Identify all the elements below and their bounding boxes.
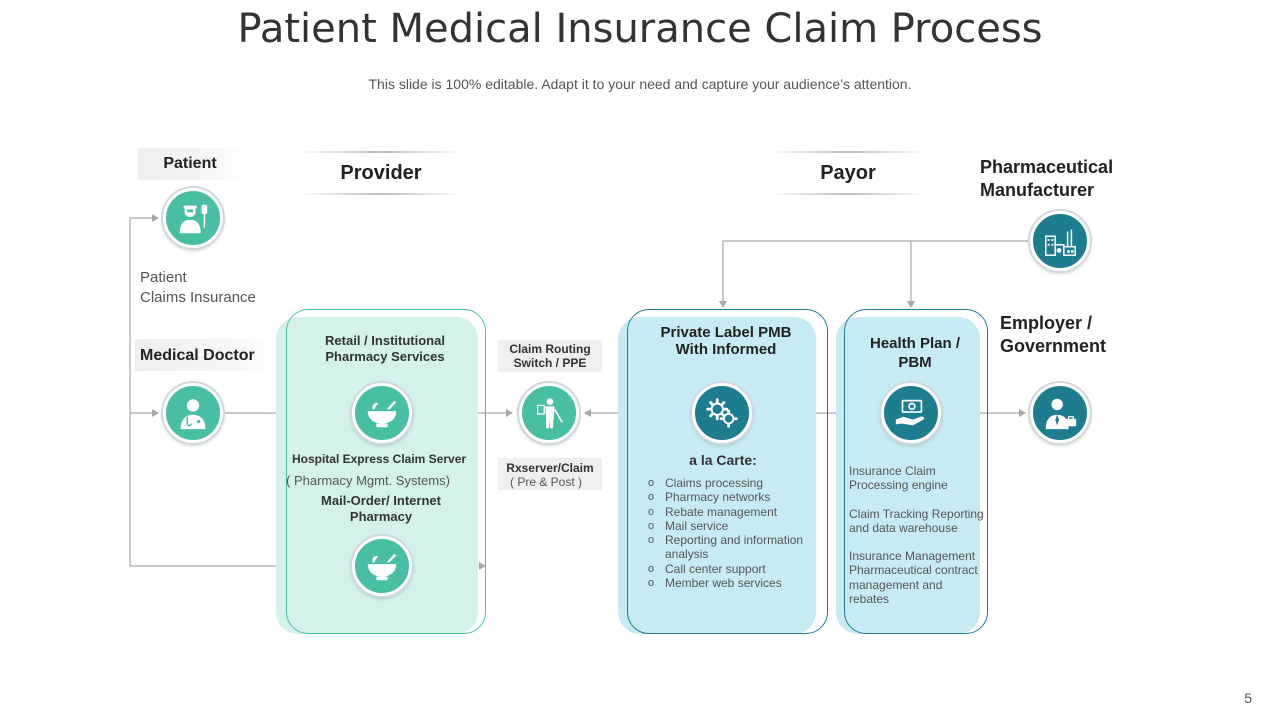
patient-label: Patient [138, 148, 242, 180]
pharmacy-mgmt-label: ( Pharmacy Mgmt. Systems) [286, 473, 450, 488]
payor-bottom-rule [768, 193, 928, 195]
mail-order-node[interactable] [352, 536, 412, 596]
hospital-server-label: Hospital Express Claim Server [291, 452, 467, 466]
patient-claims-line-1: Patient [140, 269, 187, 286]
worker-icon [536, 398, 563, 429]
rxserver-title: Rxserver/Claim [506, 461, 594, 475]
patient-claims-line-2: Claims Insurance [140, 289, 256, 306]
mail-order-title: Mail-Order/ Internet Pharmacy [321, 493, 441, 524]
health-plan-panel-border [844, 309, 988, 634]
factory-icon [1044, 229, 1076, 257]
doctor-icon [180, 399, 206, 430]
list-item: Reporting and information analysis [648, 533, 813, 562]
services-list: Claims processing Pharmacy networks Reba… [648, 476, 813, 591]
payor-top-rule [768, 151, 928, 153]
list-item: Rebate management [648, 505, 813, 520]
pharma-feed-line [719, 240, 1028, 308]
gears-icon [706, 398, 738, 428]
page-number: 5 [1244, 690, 1252, 706]
desc-tracking: Claim Tracking Reporting and data wareho… [849, 506, 984, 535]
mortar-pestle-icon [367, 553, 397, 581]
businessman-icon [1045, 398, 1077, 430]
desc-processing: Insurance Claim Processing engine [849, 464, 948, 493]
pharmaceutical-manufacturer-label: Pharmaceutical Manufacturer [980, 157, 1114, 200]
medical-doctor-label: Medical Doctor [135, 339, 270, 371]
patient-claims-text: Patient Claims Insurance [140, 268, 290, 308]
patient-icon [179, 204, 208, 234]
retail-pharmacy-node[interactable] [352, 383, 412, 443]
employer-node[interactable] [1030, 383, 1090, 443]
list-item: Claims processing [648, 476, 813, 491]
list-item: Member web services [648, 576, 813, 591]
rxserver-chip [498, 458, 602, 490]
health-plan-desc: Insurance Claim Processing engine Claim … [849, 464, 984, 606]
switch-node[interactable] [519, 383, 579, 443]
provider-heading: Provider [340, 162, 422, 184]
desc-management: Insurance Management Pharmaceutical cont… [849, 549, 978, 607]
claim-routing-title: Claim Routing Switch / PPE [509, 342, 591, 370]
retail-pharmacy-title: Retail / Institutional Pharmacy Services [325, 333, 445, 364]
patient-node[interactable] [163, 188, 223, 248]
provider-panel-border [286, 309, 486, 634]
patient-bus-line [129, 214, 159, 566]
provider-bottom-rule [298, 193, 464, 195]
private-label-panel-border [627, 309, 828, 634]
private-label-title: Private Label PMB With Informed [660, 324, 792, 358]
health-plan-panel-fill [836, 317, 980, 634]
a-la-carte-title: a la Carte: [689, 452, 757, 468]
list-item: Pharmacy networks [648, 490, 813, 505]
employer-government-label: Employer / Government [1000, 313, 1107, 356]
money-hand-icon [895, 399, 925, 426]
payor-heading: Payor [820, 162, 876, 184]
private-label-node[interactable] [692, 383, 752, 443]
health-plan-node[interactable] [881, 383, 941, 443]
pharma-node[interactable] [1030, 211, 1090, 271]
mortar-pestle-icon [367, 400, 397, 428]
health-plan-title: Health Plan / PBM [869, 335, 961, 371]
page-title: Patient Medical Insurance Claim Process [237, 6, 1043, 52]
switch-title-chip [498, 340, 602, 372]
list-item: Call center support [648, 562, 813, 577]
rxserver-sub: ( Pre & Post ) [509, 475, 583, 489]
page-subtitle: This slide is 100% editable. Adapt it to… [368, 76, 912, 92]
list-item: Mail service [648, 519, 813, 534]
doctor-node[interactable] [163, 383, 223, 443]
provider-top-rule [298, 151, 464, 153]
